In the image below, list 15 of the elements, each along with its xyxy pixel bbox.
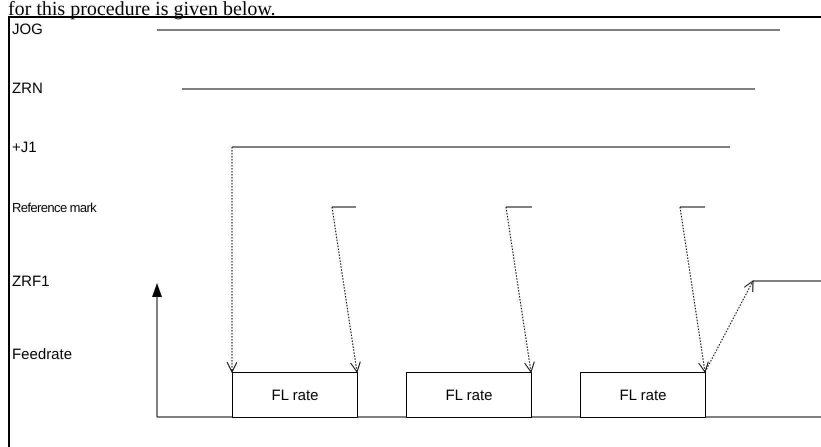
dotted-arrow xyxy=(680,206,709,372)
text-line: for this procedure is given below. xyxy=(8,0,276,19)
signal-label: +J1 xyxy=(12,140,37,156)
signal-label: Reference mark xyxy=(12,201,96,214)
dotted-arrow xyxy=(506,206,535,372)
signal-label: Feedrate xyxy=(12,347,72,363)
dotted-arrow xyxy=(226,146,238,372)
signal-label: ZRN xyxy=(12,81,43,97)
dotted-arrow xyxy=(704,280,754,372)
dotted-arrow xyxy=(332,206,361,372)
signal-label: JOG xyxy=(12,22,43,38)
signal-label: ZRF1 xyxy=(12,274,50,290)
rate-box: FL rate xyxy=(580,372,706,418)
rate-box: FL rate xyxy=(232,372,358,418)
rate-box: FL rate xyxy=(406,372,532,418)
